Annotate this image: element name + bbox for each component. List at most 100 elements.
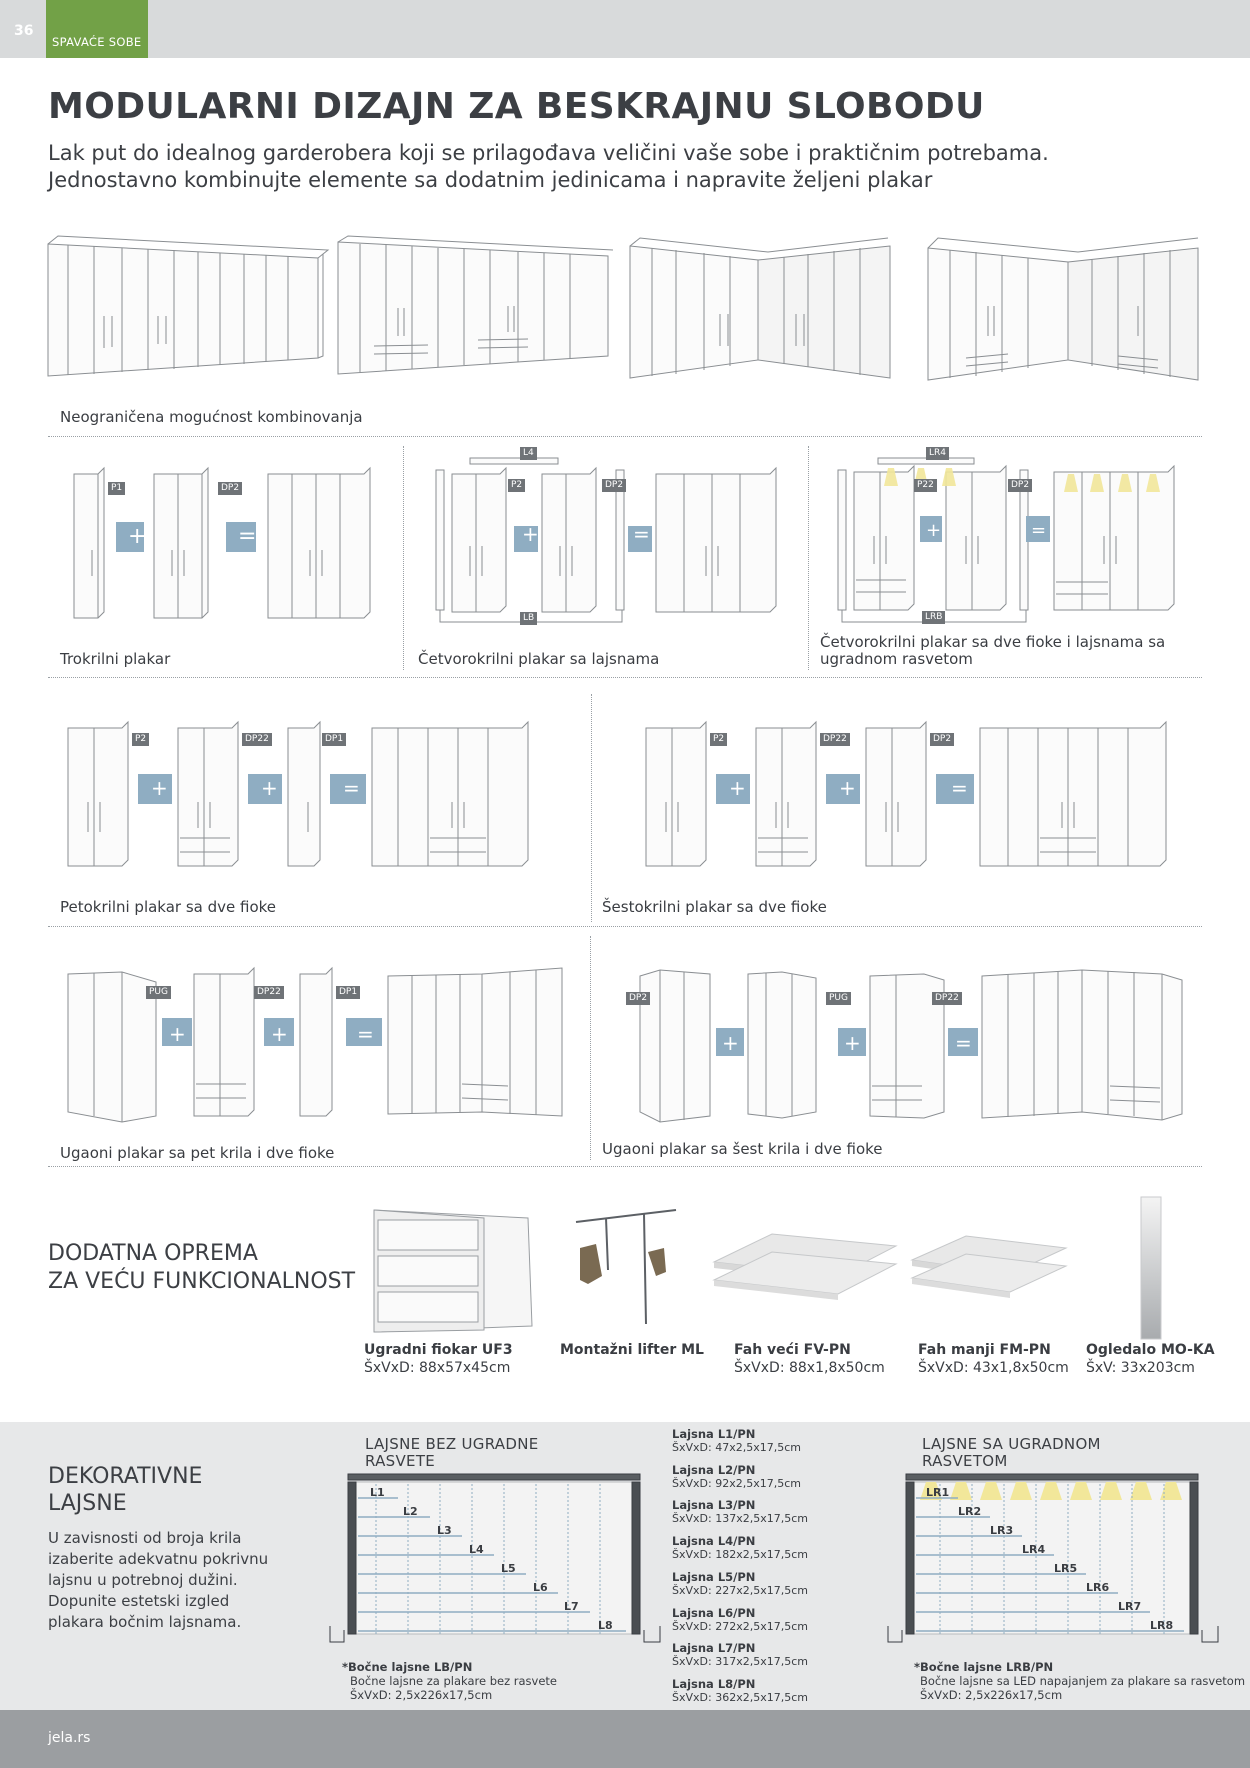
molding-label: LR2	[958, 1505, 982, 1518]
tag-dp22: DP22	[242, 733, 272, 746]
molding-dims: ŠxVxD: 317x2,5x17,5cm	[672, 1655, 808, 1668]
decorative-text-line: plakara bočnim lajsnama.	[48, 1613, 242, 1631]
equals-sign: =	[343, 776, 360, 800]
option-name-lifter: Montažni lifter ML	[560, 1342, 704, 1358]
plus-sign: +	[839, 776, 856, 800]
tag-dp2: DP2	[930, 733, 955, 746]
drawer-unit-image	[373, 1209, 533, 1333]
footer-site-link[interactable]: jela.rs	[48, 1730, 91, 1746]
molding-dims: ŠxVxD: 272x2,5x17,5cm	[672, 1620, 808, 1633]
molding-diagram-no-lighting	[329, 1473, 661, 1643]
tag-dp1: DP1	[322, 733, 347, 746]
plus-sign: +	[722, 1031, 739, 1055]
option-dims-large-shelf: ŠxVxD: 88x1,8x50cm	[734, 1360, 885, 1376]
molding-label: L3	[437, 1524, 452, 1537]
plus-sign: +	[926, 520, 942, 541]
tag-lb: LB	[520, 612, 538, 625]
equals-sign: =	[633, 522, 650, 546]
tag-dp22: DP22	[932, 992, 962, 1005]
side-molding-note-right: *Bočne lajsne LRB/PN Bočne lajsne sa LED…	[914, 1660, 1245, 1702]
molding-label: LR1	[926, 1486, 950, 1499]
tag-dp2: DP2	[602, 479, 627, 492]
molding-label: LR8	[1150, 1619, 1174, 1632]
top-bar	[0, 0, 1250, 58]
molding-dims: ŠxVxD: 182x2,5x17,5cm	[672, 1548, 808, 1561]
molding-label: L8	[598, 1619, 613, 1632]
page-title: MODULARNI DIZAJN ZA BESKRAJNU SLOBODU	[48, 86, 985, 127]
caption-three-door: Trokrilni plakar	[60, 650, 171, 668]
tag-dp2: DP2	[1008, 479, 1033, 492]
molding-name: Lajsna L6/PN	[672, 1606, 756, 1620]
mirror-image	[1140, 1196, 1162, 1340]
panel-title-line-1: LAJSNE SA UGRADNOM	[922, 1435, 1101, 1453]
equals-sign: =	[1031, 520, 1047, 541]
divider-vertical	[808, 446, 809, 670]
decorative-heading-line-1: DEKORATIVNE	[48, 1464, 203, 1489]
subtitle-line-2: Jednostavno kombinujte elemente sa dodat…	[48, 168, 933, 192]
footer-bar: jela.rs	[0, 1710, 1250, 1768]
molding-dims: ŠxVxD: 137x2,5x17,5cm	[672, 1512, 808, 1525]
caption-corner-five: Ugaoni plakar sa pet krila i dve fioke	[60, 1144, 335, 1162]
option-name-drawer-unit: Ugradni fiokar UF3	[364, 1342, 513, 1358]
molding-label: LR3	[990, 1524, 1014, 1537]
option-name-small-shelf: Fah manji FM-PN	[918, 1342, 1051, 1358]
combo-five-door	[67, 720, 529, 867]
caption-four-door: Četvorokrilni plakar sa lajsnama	[418, 650, 660, 668]
page-subtitle: Lak put do idealnog garderobera koji se …	[48, 140, 1148, 194]
option-dims-drawer-unit: ŠxVxD: 88x57x45cm	[364, 1360, 511, 1376]
divider-vertical	[403, 446, 404, 670]
molding-label: LR7	[1118, 1600, 1142, 1613]
divider	[48, 436, 1202, 437]
molding-label: LR6	[1086, 1581, 1110, 1594]
plus-sign: +	[522, 522, 539, 546]
combo-corner-five	[67, 966, 563, 1123]
panel-title-line-1: LAJSNE BEZ UGRADNE	[365, 1435, 539, 1453]
tag-pug: PUG	[146, 986, 171, 999]
molding-name: Lajsna L1/PN	[672, 1427, 756, 1441]
divider	[48, 677, 1202, 678]
plus-sign: +	[271, 1022, 288, 1046]
molding-label: L4	[469, 1543, 484, 1556]
options-heading-line-2: ZA VEĆU FUNKCIONALNOST	[48, 1269, 356, 1294]
combo-corner-six	[639, 969, 1183, 1123]
divider	[48, 1166, 1202, 1167]
molding-label: LR5	[1054, 1562, 1078, 1575]
plus-sign: +	[844, 1031, 861, 1055]
subtitle-line-1: Lak put do idealnog garderobera koji se …	[48, 141, 1049, 165]
decorative-text-line: U zavisnosti od broja krila	[48, 1529, 242, 1547]
decorative-heading-line-2: LAJSNE	[48, 1491, 127, 1516]
molding-label: LR4	[1022, 1543, 1046, 1556]
option-name-mirror: Ogledalo MO-KA	[1086, 1342, 1215, 1358]
molding-diagram-with-lighting	[887, 1473, 1219, 1643]
note-line: Bočne lajsne za plakare bez rasvete	[350, 1674, 558, 1688]
decorative-text-line: Dopunite estetski izgled	[48, 1592, 230, 1610]
divider	[48, 926, 1202, 927]
option-dims-small-shelf: ŠxVxD: 43x1,8x50cm	[918, 1360, 1069, 1376]
note-name: *Bočne lajsne LB/PN	[342, 1660, 557, 1674]
molding-label: L1	[370, 1486, 385, 1499]
molding-label: L7	[564, 1600, 579, 1613]
large-shelf-image	[712, 1233, 898, 1300]
note-name-text: *Bočne lajsne LB/PN	[342, 1660, 473, 1674]
small-shelf-image	[910, 1235, 1068, 1298]
combo-four-door-led	[837, 457, 1175, 623]
option-name-large-shelf: Fah veći FV-PN	[734, 1342, 851, 1358]
plus-sign: +	[151, 776, 168, 800]
panel-title-with-lighting: LAJSNE SA UGRADNOM RASVETOM	[922, 1436, 1101, 1470]
molding-dims: ŠxVxD: 362x2,5x17,5cm	[672, 1691, 808, 1704]
molding-label: L2	[403, 1505, 418, 1518]
note-line: ŠxVxD: 2,5x226x17,5cm	[920, 1688, 1063, 1702]
tag-pug: PUG	[826, 992, 851, 1005]
tag-p1: P1	[108, 482, 126, 495]
caption-five-door: Petokrilni plakar sa dve fioke	[60, 898, 277, 916]
tag-p2: P2	[710, 733, 728, 746]
tag-dp22: DP22	[254, 986, 284, 999]
molding-name: Lajsna L3/PN	[672, 1498, 756, 1512]
plus-sign: +	[261, 776, 278, 800]
note-line: ŠxVxD: 2,5x226x17,5cm	[350, 1688, 493, 1702]
tag-p2: P2	[508, 479, 526, 492]
caption-unlimited: Neograničena mogućnost kombinovanja	[60, 408, 363, 426]
plus-sign: +	[128, 524, 147, 549]
molding-name: Lajsna L8/PN	[672, 1677, 756, 1691]
caption-corner-six: Ugaoni plakar sa šest krila i dve fioke	[602, 1140, 883, 1158]
